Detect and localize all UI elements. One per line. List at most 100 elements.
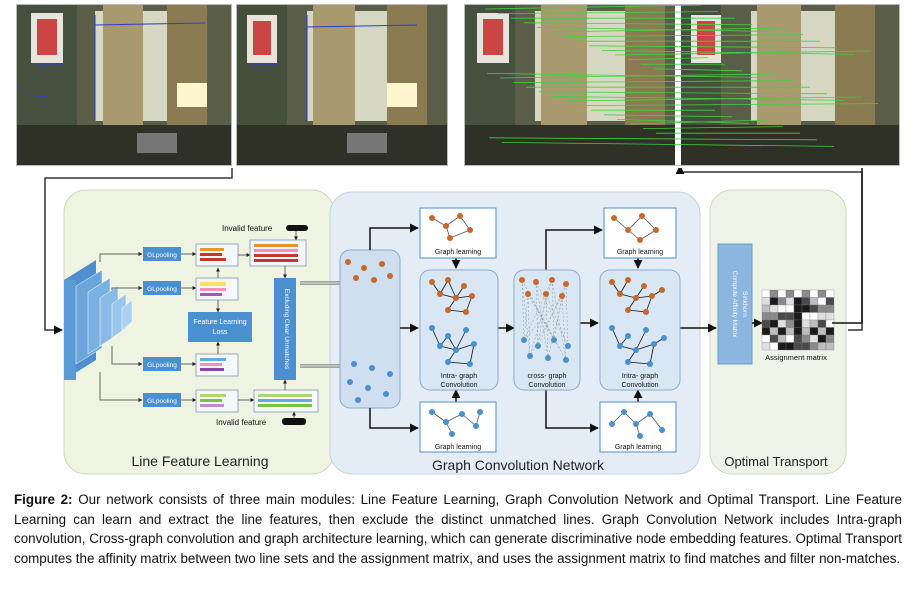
module-label-lfl: Line Feature Learning (132, 453, 269, 469)
graph-edge (455, 343, 475, 351)
blue-node (637, 433, 643, 439)
intra-graph-convolution-2: Intra- graph Convolution (599, 269, 681, 391)
module-label-gcn: Graph Convolution Network (432, 457, 605, 473)
blue-node (647, 361, 653, 367)
matrix-cell (769, 312, 779, 321)
blue-node (459, 411, 465, 417)
cross-edge (523, 279, 553, 341)
matrix-cell (817, 327, 827, 336)
graph-edge (627, 309, 647, 314)
blue-node (449, 431, 455, 437)
orange-node (467, 227, 473, 233)
orange-node (641, 283, 647, 289)
matrix-cell (809, 289, 819, 298)
matrix-cell (809, 327, 819, 336)
svg-text:Assignment matrix: Assignment matrix (765, 353, 827, 362)
match-line (588, 45, 838, 49)
match-line (601, 50, 855, 55)
matrix-cell (809, 312, 819, 321)
matrix-cell (761, 342, 771, 351)
module-label-ot: Optimal Transport (724, 454, 828, 469)
orange-node (469, 293, 475, 299)
svg-text:Loss: Loss (213, 329, 228, 336)
graph-edge (627, 215, 643, 231)
svg-text:Sinkhorn: Sinkhorn (741, 291, 748, 317)
matrix-cell (769, 304, 779, 313)
matched-image-pair (464, 4, 900, 166)
matrix-cell (825, 289, 835, 298)
blue-node (609, 325, 615, 331)
blue-node (445, 359, 451, 365)
orange-node (519, 277, 525, 283)
graph-edge (648, 343, 655, 365)
graph-learning-top-2: Graph learning (603, 207, 677, 259)
graph-edge (635, 343, 655, 351)
cross-edge (527, 293, 567, 361)
orange-node (379, 261, 385, 267)
svg-text:Graph learning: Graph learning (617, 249, 663, 256)
orange-node (429, 279, 435, 285)
orange-node (639, 213, 645, 219)
cross-edge (537, 283, 567, 347)
svg-text:GLpooling: GLpooling (147, 252, 177, 259)
matrix-cell (817, 342, 827, 351)
feature-stack-2 (181, 277, 239, 301)
gcn-flow-arrows (369, 223, 717, 433)
orange-node (461, 283, 467, 289)
cross-edge (537, 293, 547, 347)
matrix-cell (769, 297, 779, 306)
blue-node (545, 355, 551, 361)
matrix-cell (785, 297, 795, 306)
svg-text:Graph learning: Graph learning (615, 444, 661, 451)
orange-node (611, 215, 617, 221)
graph-edge (461, 413, 477, 427)
matrix-cell (777, 334, 787, 343)
graph-edge (447, 361, 471, 366)
blue-node (467, 361, 473, 367)
orange-node (543, 291, 549, 297)
matrix-cell (793, 342, 803, 351)
matrix-cell (785, 312, 795, 321)
match-line (629, 119, 767, 125)
matrix-cell (793, 304, 803, 313)
graph-edge (641, 215, 657, 231)
matrix-cell (817, 289, 827, 298)
match-line (486, 73, 760, 78)
blue-node (625, 333, 631, 339)
orange-node (625, 227, 631, 233)
invalid-feature-bottom: Invalid feature (216, 411, 306, 427)
match-line (614, 50, 872, 56)
match-line (551, 96, 845, 101)
orange-node (345, 259, 351, 265)
node-pool (339, 249, 401, 409)
matrix-cell (801, 342, 811, 351)
blue-node (565, 343, 571, 349)
matrix-cell (801, 319, 811, 328)
svg-text:Convolution: Convolution (529, 382, 566, 389)
graph-edge (447, 279, 457, 299)
orange-node (633, 295, 639, 301)
graph-edge (627, 361, 651, 366)
glpooling-3: GLpooling (111, 346, 181, 371)
cross-edge (545, 293, 549, 359)
cross-edge (521, 279, 531, 357)
graph-edge (611, 327, 621, 347)
graph-edge (447, 309, 467, 314)
blue-node (551, 337, 557, 343)
invalid-feature-top: Invalid feature (222, 224, 308, 241)
matrix-cell (793, 297, 803, 306)
backbone-cnn (64, 260, 133, 380)
matrix-cell (793, 289, 803, 298)
orange-node (653, 227, 659, 233)
matrix-cell (761, 297, 771, 306)
svg-text:Feature Learning: Feature Learning (193, 319, 246, 326)
orange-node (443, 223, 449, 229)
match-line (501, 142, 835, 147)
blue-node (535, 343, 541, 349)
matrix-cell (777, 304, 787, 313)
matrix-cell (801, 327, 811, 336)
merged-features-bottom (238, 389, 319, 413)
orange-node (445, 307, 451, 313)
matrix-cell (769, 289, 779, 298)
orange-node (463, 309, 469, 315)
